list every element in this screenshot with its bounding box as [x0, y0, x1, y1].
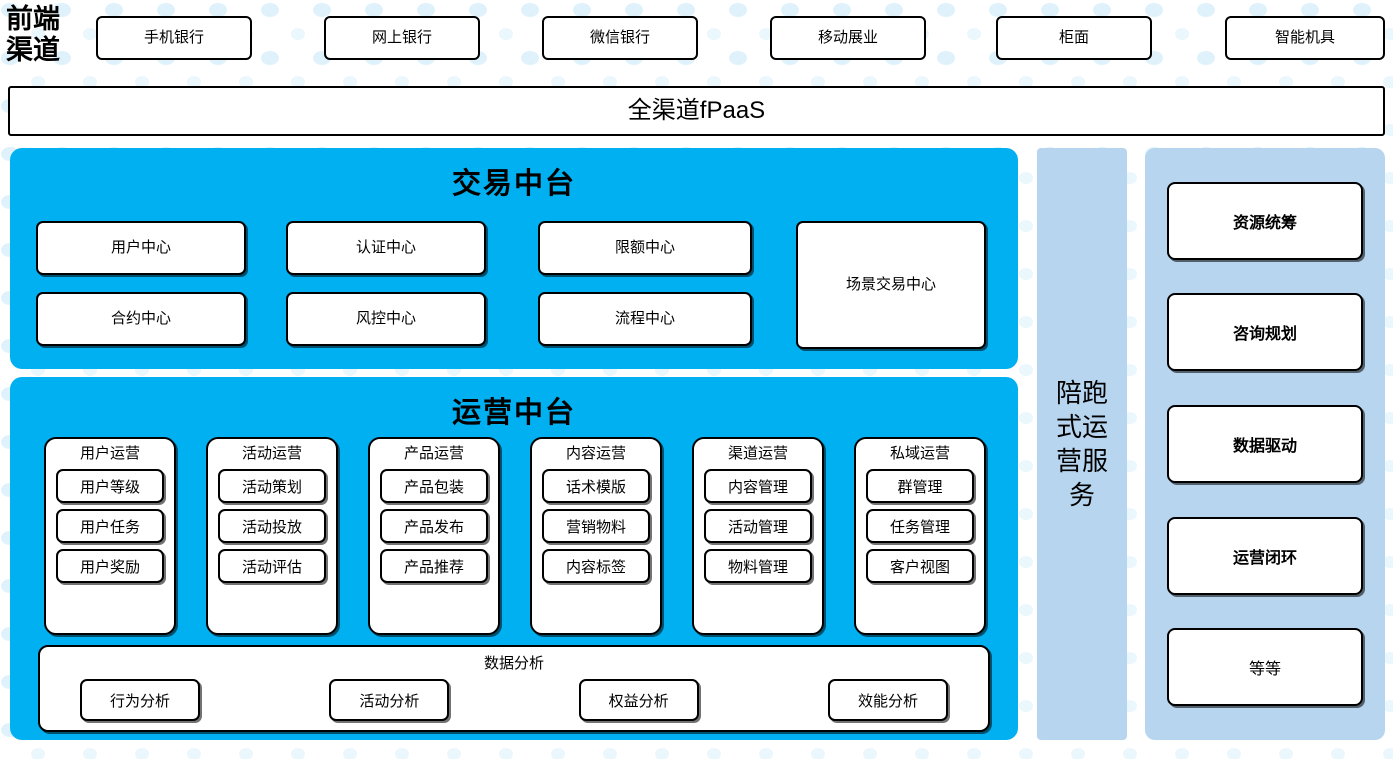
ops-item-marketing-material[interactable]: 营销物料 [542, 509, 650, 543]
channel-box-smart-machine[interactable]: 智能机具 [1225, 16, 1385, 60]
data-analysis-item-campaign[interactable]: 活动分析 [329, 679, 450, 721]
ops-column-product-operations[interactable]: 产品运营 产品包装 产品发布 产品推荐 [368, 437, 500, 635]
data-analysis-item-behavior[interactable]: 行为分析 [80, 679, 200, 721]
trade-box-limit-center[interactable]: 限额中心 [538, 221, 752, 275]
ops-item-user-reward[interactable]: 用户奖励 [56, 549, 164, 583]
data-analysis-item-benefits[interactable]: 权益分析 [578, 679, 699, 721]
channel-box-mobile-bank[interactable]: 手机银行 [96, 16, 252, 60]
trade-box-auth-center[interactable]: 认证中心 [286, 221, 486, 275]
ops-item-product-release[interactable]: 产品发布 [380, 509, 488, 543]
ops-column-campaign-operations[interactable]: 活动运营 活动策划 活动投放 活动评估 [206, 437, 338, 635]
ops-item-task-management[interactable]: 任务管理 [866, 509, 974, 543]
ops-column-title: 活动运营 [241, 445, 302, 462]
ops-item-user-task[interactable]: 用户任务 [56, 509, 164, 543]
data-analysis-items: 行为分析 活动分析 权益分析 效能分析 [80, 679, 948, 721]
ops-column-user-operations[interactable]: 用户运营 用户等级 用户任务 用户奖励 [44, 437, 176, 635]
capability-box-operation-closed-loop[interactable]: 运营闭环 [1167, 516, 1363, 595]
trade-box-user-center[interactable]: 用户中心 [36, 221, 246, 275]
trade-box-risk-center[interactable]: 风控中心 [286, 292, 486, 346]
ops-center-title: 运营中台 [451, 397, 576, 429]
ops-item-content-tag[interactable]: 内容标签 [542, 549, 650, 583]
data-analysis-title: 数据分析 [483, 655, 544, 672]
front-channel-label: 前端 渠道 [6, 4, 88, 70]
accompanying-operation-service-strip: 陪跑式运营服务 [1037, 148, 1127, 740]
trade-box-scenario-center[interactable]: 场景交易中心 [796, 221, 986, 349]
channel-box-wechat-bank[interactable]: 微信银行 [542, 16, 698, 60]
ops-item-campaign-delivery[interactable]: 活动投放 [218, 509, 326, 543]
front-channel-label-line2: 渠道 [6, 35, 60, 65]
ops-column-private-domain-operations[interactable]: 私域运营 群管理 任务管理 客户视图 [854, 437, 986, 635]
ops-item-customer-view[interactable]: 客户视图 [866, 549, 974, 583]
capability-box-data-driven[interactable]: 数据驱动 [1167, 404, 1363, 483]
ops-item-product-packaging[interactable]: 产品包装 [380, 469, 488, 503]
ops-item-group-management[interactable]: 群管理 [866, 469, 974, 503]
ops-item-content-management[interactable]: 内容管理 [704, 469, 812, 503]
capability-panel: 资源统筹 咨询规划 数据驱动 运营闭环 等等 [1145, 148, 1385, 740]
ops-item-user-level[interactable]: 用户等级 [56, 469, 164, 503]
channel-box-mobile-field[interactable]: 移动展业 [770, 16, 926, 60]
channel-box-counter[interactable]: 柜面 [996, 16, 1152, 60]
ops-column-title: 渠道运营 [727, 445, 788, 462]
ops-column-title: 私域运营 [889, 445, 950, 462]
capability-box-etc[interactable]: 等等 [1167, 628, 1363, 707]
trade-box-contract-center[interactable]: 合约中心 [36, 292, 246, 346]
ops-item-campaign-planning[interactable]: 活动策划 [218, 469, 326, 503]
front-channel-label-line1: 前端 [6, 4, 60, 34]
ops-item-script-template[interactable]: 话术模版 [542, 469, 650, 503]
ops-column-channel-operations[interactable]: 渠道运营 内容管理 活动管理 物料管理 [692, 437, 824, 635]
omnichannel-fpaas-bar[interactable]: 全渠道fPaaS [8, 86, 1385, 136]
data-analysis-section[interactable]: 数据分析 行为分析 活动分析 权益分析 效能分析 [38, 645, 990, 732]
ops-item-campaign-management[interactable]: 活动管理 [704, 509, 812, 543]
service-strip-label: 陪跑式运营服务 [1055, 378, 1108, 510]
ops-column-title: 内容运营 [565, 445, 626, 462]
channel-box-online-bank[interactable]: 网上银行 [324, 16, 480, 60]
capability-box-consulting-planning[interactable]: 咨询规划 [1167, 293, 1363, 372]
ops-column-title: 产品运营 [403, 445, 464, 462]
trade-center-title: 交易中台 [451, 168, 576, 200]
ops-item-product-recommendation[interactable]: 产品推荐 [380, 549, 488, 583]
trade-box-process-center[interactable]: 流程中心 [538, 292, 752, 346]
ops-item-campaign-evaluation[interactable]: 活动评估 [218, 549, 326, 583]
capability-box-resource-coordination[interactable]: 资源统筹 [1167, 181, 1363, 260]
data-analysis-item-efficiency[interactable]: 效能分析 [827, 679, 948, 721]
ops-item-material-management[interactable]: 物料管理 [704, 549, 812, 583]
ops-column-content-operations[interactable]: 内容运营 话术模版 营销物料 内容标签 [530, 437, 662, 635]
ops-column-title: 用户运营 [79, 445, 140, 462]
